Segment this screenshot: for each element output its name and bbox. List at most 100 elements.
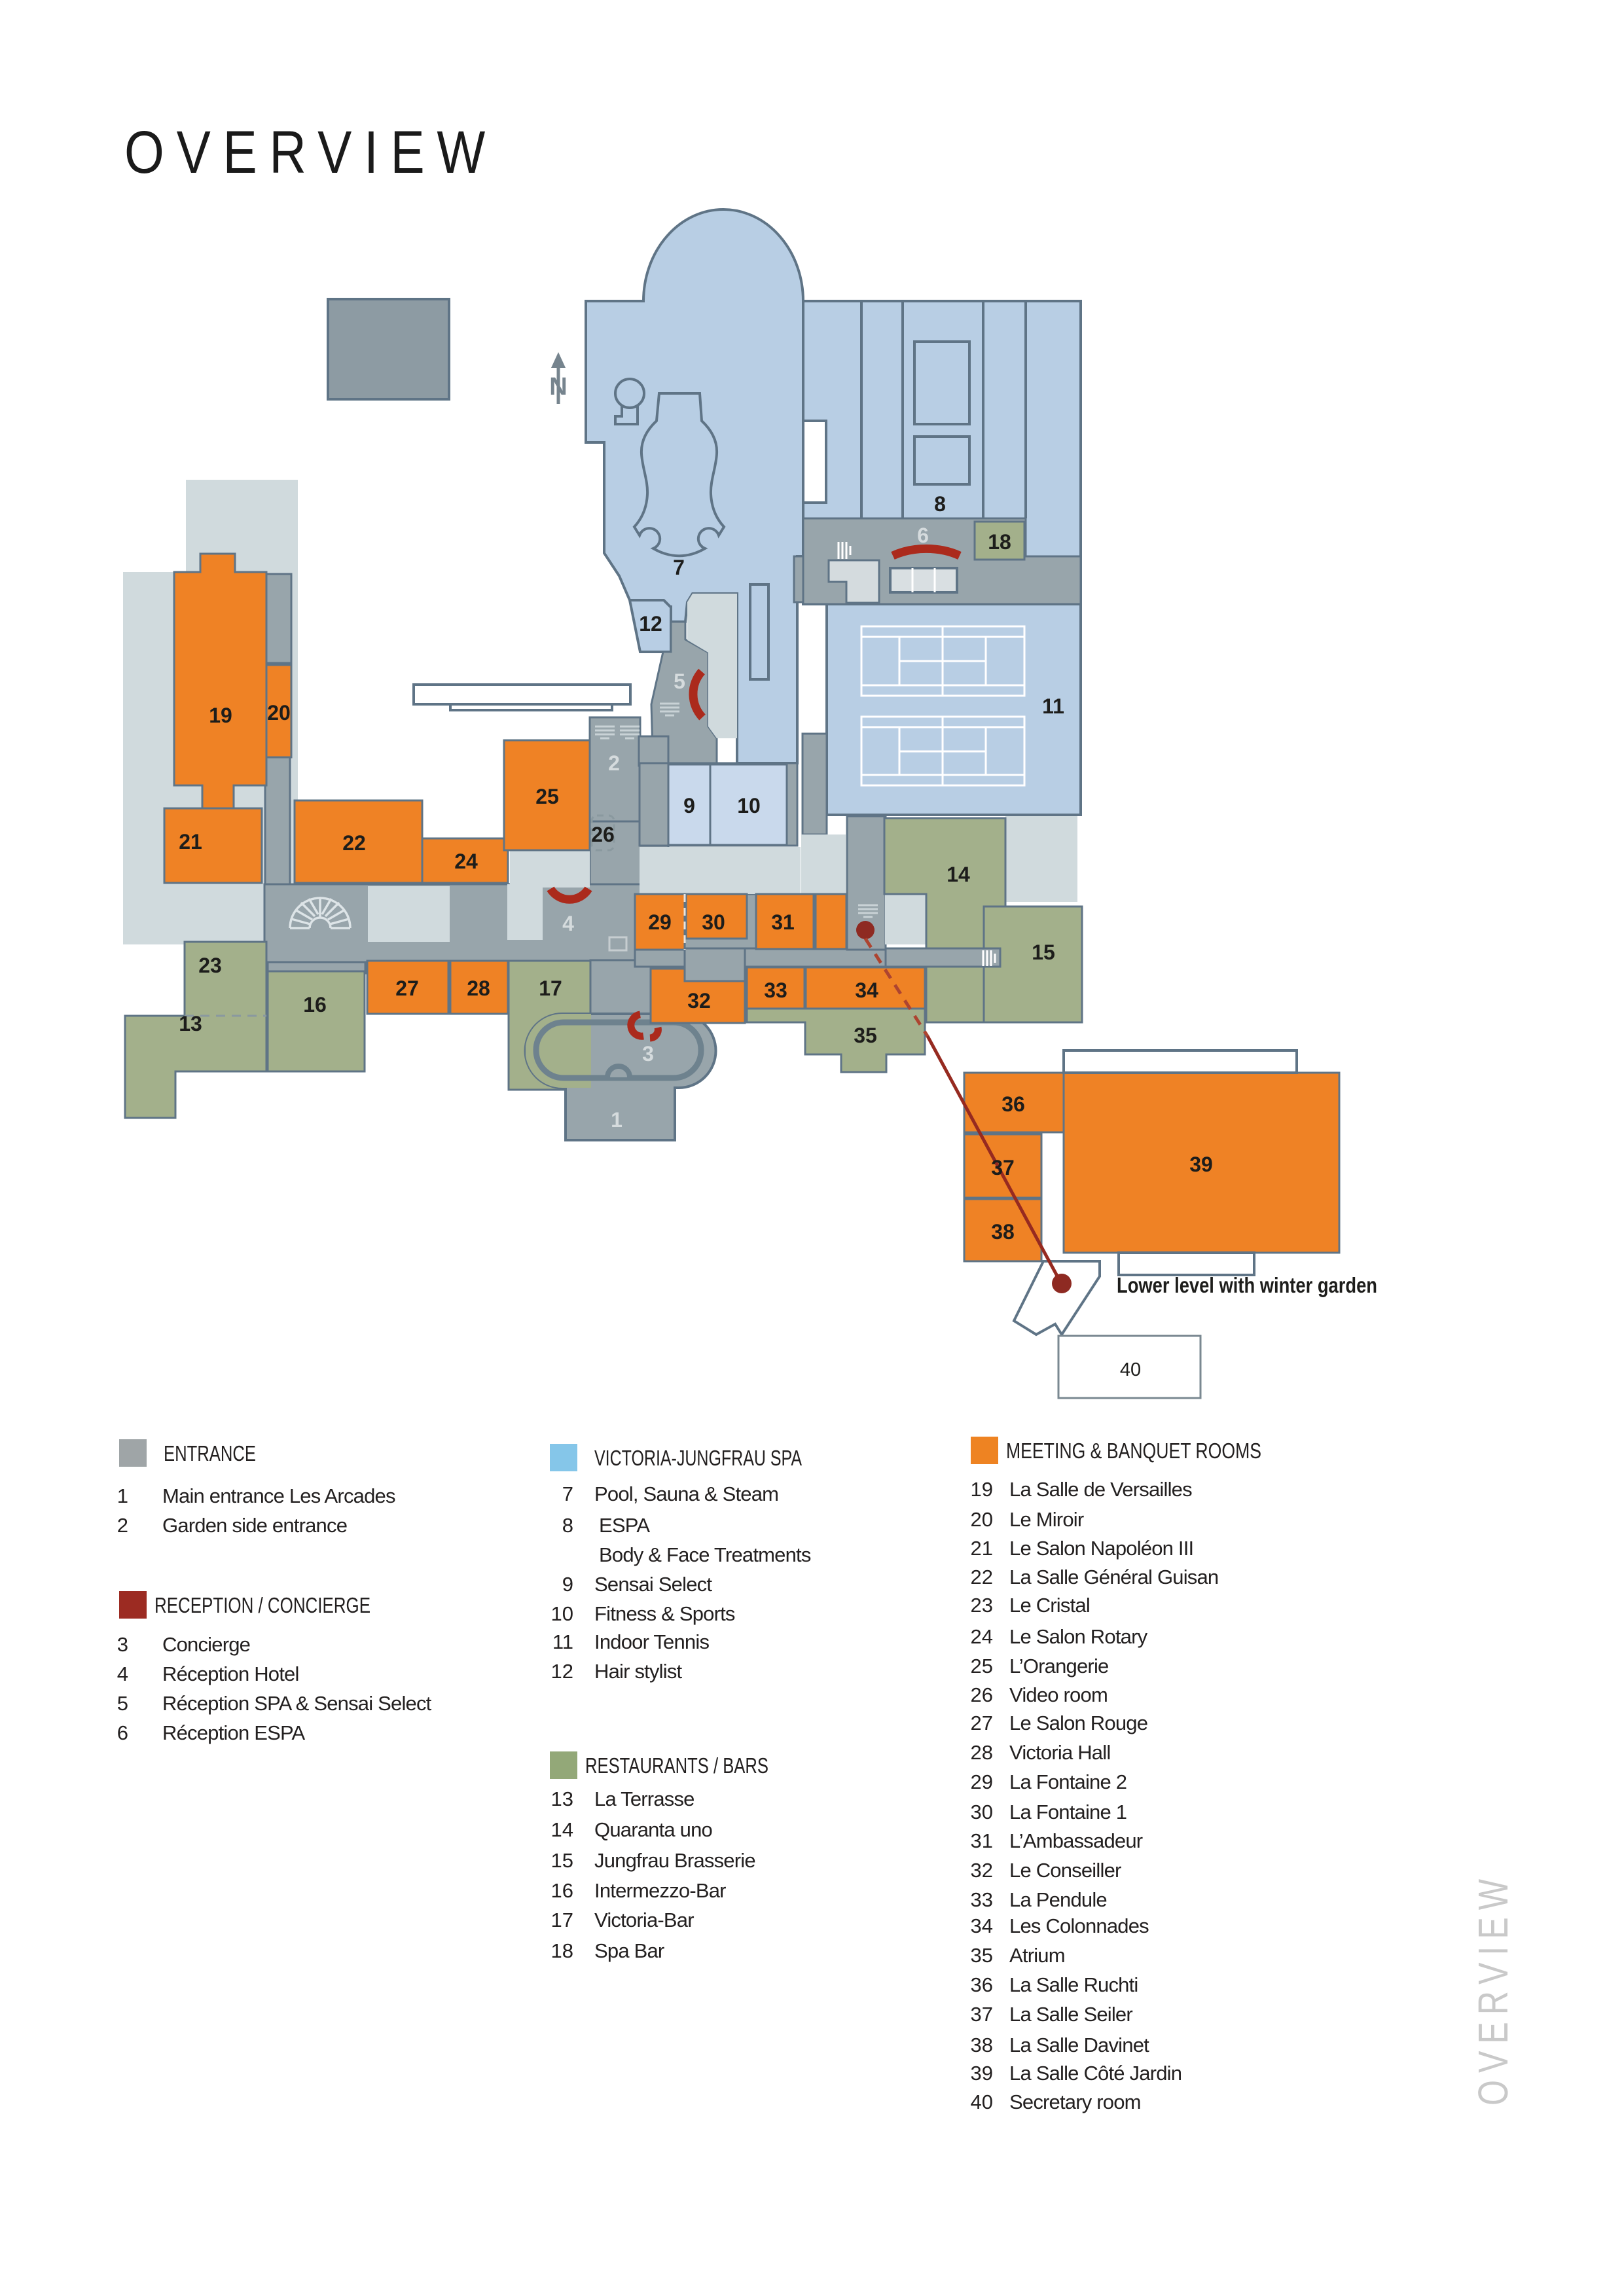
svg-text:Le Miroir: Le Miroir [1009,1508,1084,1531]
svg-text:La Terrasse: La Terrasse [594,1787,695,1810]
svg-text:23: 23 [198,954,222,977]
svg-text:RESTAURANTS / BARS: RESTAURANTS / BARS [585,1753,768,1778]
svg-text:25: 25 [535,785,559,808]
svg-text:27: 27 [395,977,419,1000]
svg-text:Jungfrau Brasserie: Jungfrau Brasserie [594,1849,755,1872]
svg-text:La Pendule: La Pendule [1009,1888,1107,1911]
svg-text:Secretary room: Secretary room [1009,2090,1141,2113]
svg-text:Le Salon Rouge: Le Salon Rouge [1009,1712,1147,1734]
svg-text:9: 9 [683,794,695,817]
svg-text:La Fontaine 1: La Fontaine 1 [1009,1801,1127,1823]
svg-text:34: 34 [971,1914,993,1937]
svg-text:10: 10 [551,1602,573,1625]
svg-text:16: 16 [551,1879,573,1902]
svg-text:2: 2 [608,751,620,775]
svg-text:ENTRANCE: ENTRANCE [164,1441,256,1465]
svg-text:N: N [549,373,567,401]
svg-text:Hair stylist: Hair stylist [594,1660,683,1683]
svg-text:21: 21 [971,1537,993,1560]
svg-text:7: 7 [562,1482,573,1505]
svg-text:Atrium: Atrium [1009,1944,1065,1967]
svg-text:29: 29 [971,1770,993,1793]
svg-text:3: 3 [117,1633,128,1656]
svg-text:OVERVIEW: OVERVIEW [1470,1872,1517,2106]
svg-text:32: 32 [971,1859,993,1882]
svg-text:Indoor Tennis: Indoor Tennis [594,1630,709,1653]
svg-text:VICTORIA-JUNGFRAU SPA: VICTORIA-JUNGFRAU SPA [594,1446,802,1470]
svg-text:Lower level with winter garden: Lower level with winter garden [1117,1273,1377,1297]
svg-text:37: 37 [971,2003,993,2026]
svg-text:Intermezzo-Bar: Intermezzo-Bar [594,1879,726,1902]
svg-text:5: 5 [674,670,685,693]
svg-text:38: 38 [971,2034,993,2056]
svg-text:27: 27 [971,1712,993,1734]
svg-text:5: 5 [117,1692,128,1715]
svg-text:L’Orangerie: L’Orangerie [1009,1655,1108,1677]
svg-text:40: 40 [1120,1359,1141,1380]
svg-text:17: 17 [539,977,562,1000]
svg-text:34: 34 [855,978,878,1002]
svg-text:8: 8 [562,1514,573,1537]
svg-text:24: 24 [971,1625,993,1648]
svg-text:31: 31 [971,1829,993,1852]
svg-text:4: 4 [117,1662,128,1685]
svg-text:Réception Hotel: Réception Hotel [162,1662,299,1685]
svg-text:Main entrance Les Arcades: Main entrance Les Arcades [162,1484,395,1507]
svg-text:Video room: Video room [1009,1683,1108,1706]
svg-text:32: 32 [687,989,711,1013]
svg-text:La Salle Davinet: La Salle Davinet [1009,2034,1149,2056]
svg-text:Garden side entrance: Garden side entrance [162,1514,347,1537]
svg-text:8: 8 [934,492,946,516]
svg-text:16: 16 [303,993,327,1016]
svg-text:13: 13 [551,1787,573,1810]
svg-text:29: 29 [648,910,672,934]
svg-text:39: 39 [1189,1153,1213,1176]
svg-text:2: 2 [117,1514,128,1537]
svg-text:Le Cristal: Le Cristal [1009,1594,1090,1617]
svg-text:18: 18 [988,530,1011,554]
svg-text:25: 25 [971,1655,993,1677]
svg-text:37: 37 [991,1156,1015,1179]
svg-text:30: 30 [971,1801,993,1823]
svg-text:36: 36 [1001,1092,1025,1116]
svg-text:Spa Bar: Spa Bar [594,1939,664,1962]
svg-text:MEETING & BANQUET ROOMS: MEETING & BANQUET ROOMS [1006,1439,1261,1463]
svg-text:Réception SPA & Sensai Select: Réception SPA & Sensai Select [162,1692,432,1715]
svg-text:26: 26 [971,1683,993,1706]
svg-text:9: 9 [562,1573,573,1596]
svg-text:La Salle de Versailles: La Salle de Versailles [1009,1478,1192,1501]
svg-text:31: 31 [771,910,795,934]
svg-text:OVERVIEW: OVERVIEW [124,119,497,186]
svg-text:12: 12 [551,1660,573,1683]
svg-text:33: 33 [971,1888,993,1911]
svg-text:28: 28 [971,1741,993,1764]
svg-text:22: 22 [342,831,366,855]
svg-text:26: 26 [591,823,615,846]
svg-text:15: 15 [551,1849,573,1872]
svg-text:La Salle Côté Jardin: La Salle Côté Jardin [1009,2062,1182,2085]
svg-text:Les Colonnades: Les Colonnades [1009,1914,1149,1937]
svg-text:Fitness & Sports: Fitness & Sports [594,1602,735,1625]
svg-text:40: 40 [971,2090,993,2113]
svg-text:1: 1 [117,1484,128,1507]
svg-text:22: 22 [971,1566,993,1588]
svg-text:38: 38 [991,1220,1015,1244]
svg-text:36: 36 [971,1973,993,1996]
svg-text:11: 11 [552,1630,573,1653]
svg-text:33: 33 [764,978,787,1002]
svg-text:13: 13 [179,1012,202,1035]
svg-text:1: 1 [611,1108,623,1132]
svg-text:Sensai Select: Sensai Select [594,1573,712,1596]
svg-text:12: 12 [639,612,662,636]
svg-text:Concierge: Concierge [162,1633,250,1656]
svg-text:ESPA: ESPA [599,1514,650,1537]
svg-text:28: 28 [467,977,490,1000]
svg-text:23: 23 [971,1594,993,1617]
svg-text:6: 6 [117,1721,128,1744]
svg-text:La Salle Général Guisan: La Salle Général Guisan [1009,1566,1218,1588]
svg-text:19: 19 [209,704,232,727]
svg-text:20: 20 [971,1508,993,1531]
svg-text:10: 10 [737,794,761,817]
svg-text:Quaranta uno: Quaranta uno [594,1818,712,1841]
svg-text:3: 3 [642,1042,654,1066]
